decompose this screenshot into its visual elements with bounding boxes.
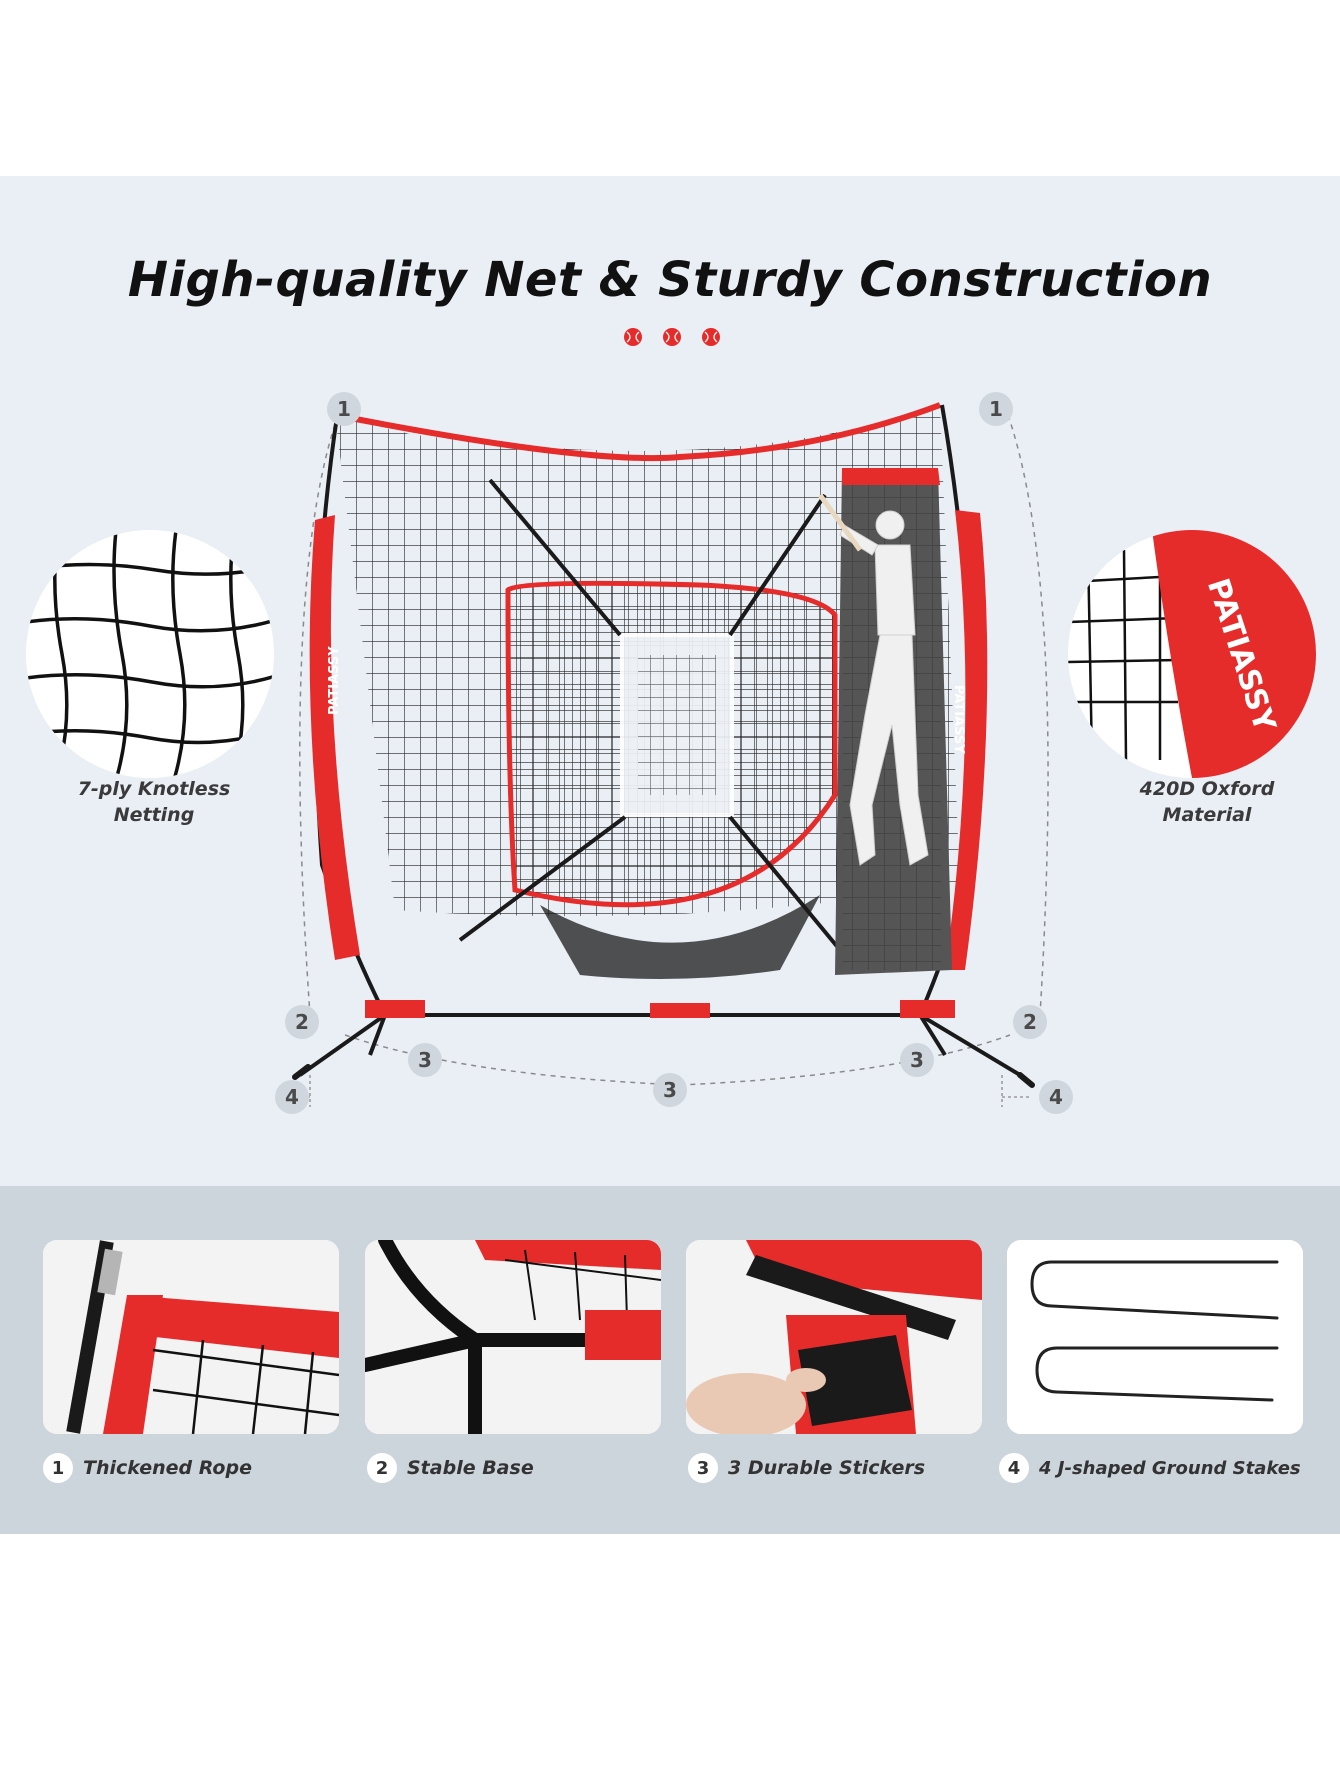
caption-base-number: 2 (367, 1453, 397, 1483)
batting-net-illustration: PATIASSY PATIASSY (275, 392, 1073, 1114)
caption-stickers-label: 3 Durable Stickers (728, 1457, 926, 1479)
netting-label-line2: Netting (113, 804, 195, 826)
detail-card-rope (43, 1240, 339, 1434)
callout-sticker-center: 3 (663, 1078, 677, 1102)
oxford-fabric-photo: PATIASSY (1068, 530, 1316, 778)
caption-rope-number: 1 (43, 1453, 73, 1483)
caption-rope-label: Thickened Rope (83, 1457, 252, 1479)
caption-base: 2 Stable Base (367, 1450, 534, 1486)
callout-sticker-right: 3 (910, 1048, 924, 1072)
caption-stakes: 4 4 J-shaped Ground Stakes (999, 1450, 1301, 1486)
callout-stake-right: 4 (1049, 1085, 1063, 1109)
netting-closeup-photo (26, 530, 274, 778)
callout-base-left: 2 (295, 1010, 309, 1034)
detail-card-stakes (1007, 1240, 1303, 1434)
oxford-feature-label: 420D Oxford Material (1097, 776, 1317, 828)
caption-stakes-label: 4 J-shaped Ground Stakes (1039, 1457, 1301, 1479)
callout-rope-right: 1 (989, 397, 1003, 421)
baseball-dots-icon (624, 328, 720, 346)
caption-rope: 1 Thickened Rope (43, 1450, 252, 1486)
oxford-fabric-icon: PATIASSY (1068, 530, 1316, 778)
right-panel-brand-text: PATIASSY (951, 685, 966, 754)
detail-card-stickers (686, 1240, 982, 1434)
caption-stickers-number: 3 (688, 1453, 718, 1483)
detail-card-base (365, 1240, 661, 1434)
caption-stickers: 3 3 Durable Stickers (688, 1450, 925, 1486)
oxford-label-line1: 420D Oxford (1139, 778, 1275, 800)
sticker-closeup-icon (686, 1240, 982, 1434)
base-closeup-icon (365, 1240, 661, 1434)
caption-stakes-number: 4 (999, 1453, 1029, 1483)
callout-sticker-left: 3 (418, 1048, 432, 1072)
netting-label-line1: 7-ply Knotless (77, 778, 231, 800)
oxford-label-line2: Material (1162, 804, 1252, 826)
left-panel-brand-text: PATIASSY (327, 646, 342, 715)
callout-base-right: 2 (1023, 1010, 1037, 1034)
netting-feature-label: 7-ply Knotless Netting (44, 776, 264, 828)
stakes-closeup-icon (1007, 1240, 1303, 1434)
netting-closeup-icon (26, 530, 274, 778)
callout-stake-left: 4 (285, 1085, 299, 1109)
callout-rope-left: 1 (337, 397, 351, 421)
page-title: High-quality Net & Sturdy Construction (127, 252, 1213, 308)
caption-base-label: Stable Base (407, 1457, 534, 1479)
rope-closeup-icon (43, 1240, 339, 1434)
